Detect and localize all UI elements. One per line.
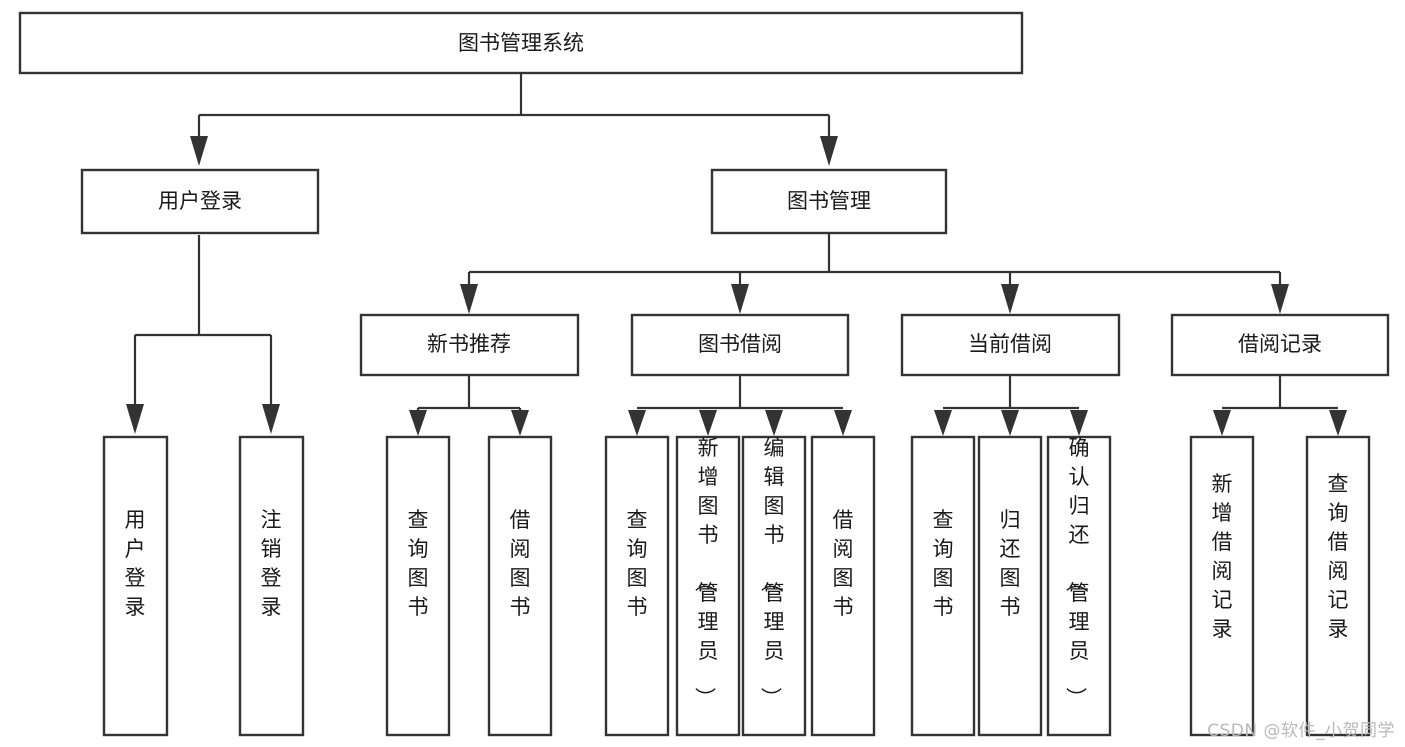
arrowhead-l2-3	[1271, 284, 1289, 314]
leaf-book-borrow-2[interactable]: 编辑图书（管理员）	[741, 435, 807, 737]
arrowhead-current-1	[1001, 410, 1019, 436]
arrowhead-records-1	[1329, 410, 1347, 436]
leaf-book-borrow-0-box	[604, 435, 670, 737]
leaf-book-borrow-0[interactable]: 查询图书	[604, 435, 670, 737]
connector-layer	[126, 73, 1347, 436]
node-borrow-records-box	[1170, 313, 1390, 377]
node-new-book-recommend[interactable]: 新书推荐	[359, 313, 580, 377]
arrowhead-borrow-2	[765, 410, 783, 436]
node-root-box	[18, 11, 1024, 75]
node-new-book-recommend-box	[359, 313, 580, 377]
leaf-current-borrow-2-label: 确认归还（管理员）	[1064, 436, 1090, 708]
node-user-login-box	[80, 168, 320, 235]
leaf-current-borrow-2[interactable]: 确认归还（管理员）	[1046, 435, 1112, 737]
leaf-user-login-0-label: 用户登录	[125, 508, 146, 619]
leaf-borrow-records-0-box	[1189, 435, 1255, 737]
arrowhead-recommend-0	[409, 410, 427, 436]
arrowhead-userlogin-1	[262, 404, 280, 434]
arrowhead-current-0	[934, 410, 952, 436]
arrowhead-current-2	[1070, 410, 1088, 436]
node-current-borrow[interactable]: 当前借阅	[900, 313, 1121, 377]
leaf-book-borrow-3[interactable]: 借阅图书	[810, 435, 876, 737]
node-current-borrow-label: 当前借阅	[968, 332, 1052, 356]
leaf-user-login-0-box	[102, 435, 169, 737]
leaf-user-login-1-label: 注销登录	[261, 508, 282, 619]
leaf-new-book-recommend-0-box	[385, 435, 451, 737]
node-book-management[interactable]: 图书管理	[710, 168, 948, 235]
arrowhead-records-0	[1213, 410, 1231, 436]
node-book-borrow-box	[630, 313, 850, 377]
arrowhead-l1-0	[190, 136, 208, 166]
leaf-current-borrow-1[interactable]: 归还图书	[977, 435, 1043, 737]
leaf-new-book-recommend-1-box	[487, 435, 553, 737]
leaf-borrow-records-0[interactable]: 新增借阅记录	[1189, 435, 1255, 737]
leaf-book-borrow-2-box	[741, 435, 807, 737]
leaf-new-book-recommend-1[interactable]: 借阅图书	[487, 435, 553, 737]
arrowhead-l1-1	[820, 136, 838, 166]
leaf-user-login-0[interactable]: 用户登录	[102, 435, 169, 737]
leaf-user-login-1-box	[238, 435, 305, 737]
leaf-book-borrow-1[interactable]: 新增图书（管理员）	[675, 435, 741, 737]
node-book-borrow-label: 图书借阅	[698, 332, 782, 356]
arrowhead-recommend-1	[511, 410, 529, 436]
node-user-login[interactable]: 用户登录	[80, 168, 320, 235]
node-book-management-label: 图书管理	[787, 189, 871, 213]
leaf-book-borrow-3-label: 借阅图书	[833, 508, 854, 619]
node-root-label: 图书管理系统	[458, 31, 584, 55]
leaf-user-login-1[interactable]: 注销登录	[238, 435, 305, 737]
arrowhead-l2-0	[460, 284, 478, 314]
arrowhead-userlogin-0	[126, 404, 144, 434]
node-borrow-records[interactable]: 借阅记录	[1170, 313, 1390, 377]
arrowhead-borrow-0	[628, 410, 646, 436]
leaf-borrow-records-1-label: 查询借阅记录	[1328, 472, 1349, 641]
leaf-current-borrow-0-label: 查询图书	[933, 508, 954, 619]
node-book-management-box	[710, 168, 948, 235]
leaf-current-borrow-1-label: 归还图书	[1000, 508, 1021, 619]
node-new-book-recommend-label: 新书推荐	[427, 332, 511, 356]
leaf-borrow-records-1[interactable]: 查询借阅记录	[1305, 435, 1371, 737]
leaf-borrow-records-1-box	[1305, 435, 1371, 737]
leaf-current-borrow-1-box	[977, 435, 1043, 737]
node-current-borrow-box	[900, 313, 1121, 377]
leaf-book-borrow-3-box	[810, 435, 876, 737]
leaf-book-borrow-1-box	[675, 435, 741, 737]
leaf-book-borrow-2-label: 编辑图书（管理员）	[759, 436, 785, 708]
arrowhead-borrow-3	[834, 410, 852, 436]
arrowhead-borrow-1	[699, 410, 717, 436]
node-root-system[interactable]: 图书管理系统	[18, 11, 1024, 75]
node-book-borrow[interactable]: 图书借阅	[630, 313, 850, 377]
node-user-login-label: 用户登录	[158, 189, 242, 213]
leaf-current-borrow-2-box	[1046, 435, 1112, 737]
arrowhead-l2-2	[1001, 284, 1019, 314]
leaf-book-borrow-1-label: 新增图书（管理员）	[693, 436, 719, 708]
arrowhead-l2-1	[731, 284, 749, 314]
leaf-current-borrow-0[interactable]: 查询图书	[910, 435, 976, 737]
node-borrow-records-label: 借阅记录	[1238, 332, 1322, 356]
leaf-book-borrow-0-label: 查询图书	[627, 508, 648, 619]
leaf-new-book-recommend-0[interactable]: 查询图书	[385, 435, 451, 737]
leaf-current-borrow-0-box	[910, 435, 976, 737]
leaf-new-book-recommend-0-label: 查询图书	[408, 508, 429, 619]
leaf-new-book-recommend-1-label: 借阅图书	[510, 508, 531, 619]
leaf-borrow-records-0-label: 新增借阅记录	[1212, 472, 1233, 641]
